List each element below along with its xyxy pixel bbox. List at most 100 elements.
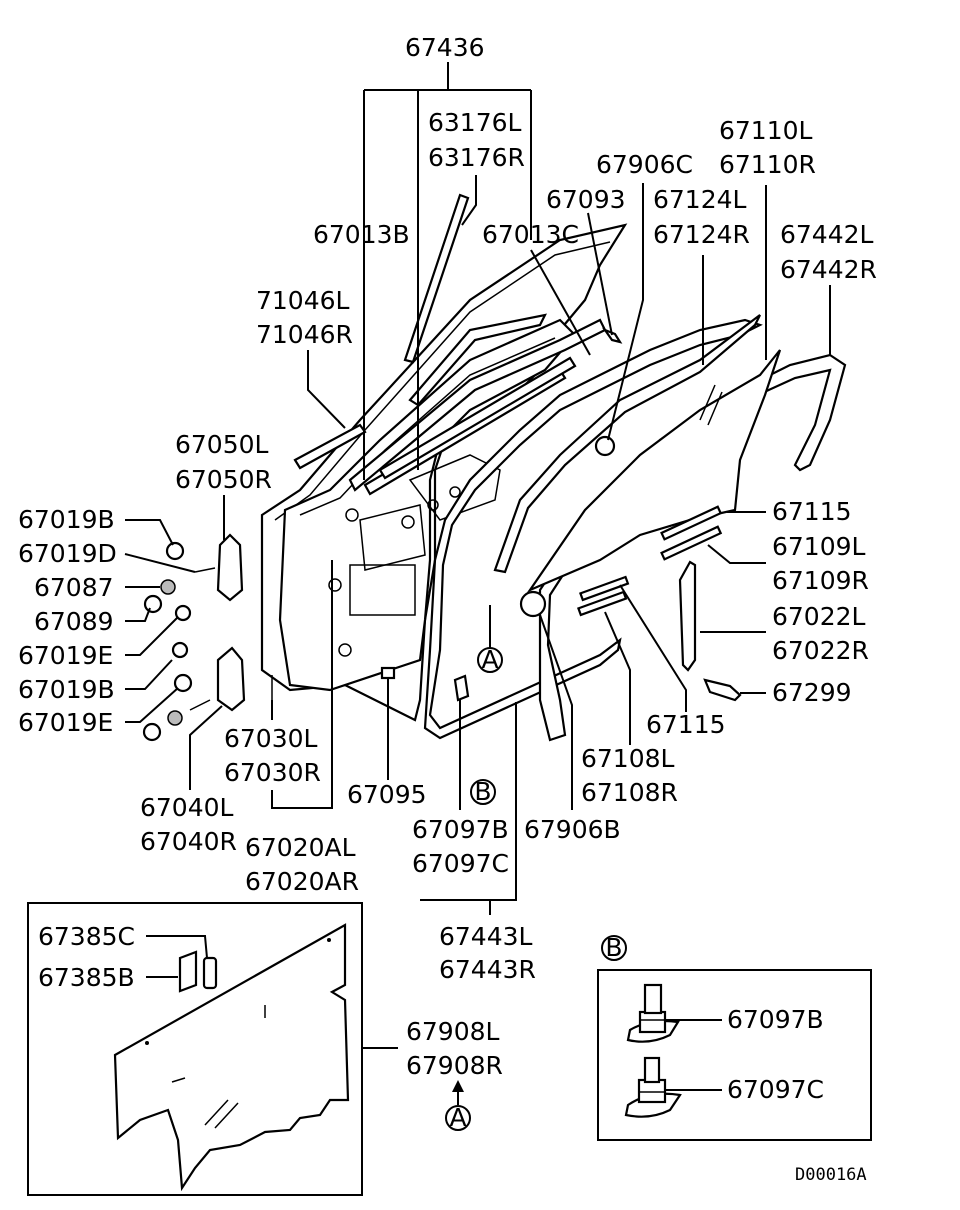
label-67097B-inset: 67097B — [727, 1005, 824, 1034]
ref-circle-b-inset — [601, 935, 627, 961]
label-67019E-lower: 67019E — [18, 708, 113, 737]
label-67908R: 67908R — [406, 1051, 503, 1080]
door-hole — [338, 643, 352, 657]
label-67022R: 67022R — [772, 636, 869, 665]
leader-lines — [124, 62, 831, 1105]
label-67095: 67095 — [347, 780, 427, 809]
grommet-67906B — [519, 590, 547, 618]
trim-panel-handle — [171, 1077, 186, 1083]
clip-b-inset — [597, 969, 872, 1141]
pad-67385B — [178, 950, 198, 993]
label-67040R: 67040R — [140, 827, 237, 856]
washer-lower — [167, 710, 183, 726]
door-hole — [449, 486, 461, 498]
trim-panel-hole — [327, 938, 331, 942]
screw-67299 — [703, 678, 742, 702]
label-67108L: 67108L — [581, 744, 675, 773]
clip-67097 — [453, 674, 470, 702]
label-67385C: 67385C — [38, 922, 135, 951]
label-67115-lower: 67115 — [646, 710, 726, 739]
reference-markers: A B A B — [445, 645, 627, 1132]
door-trim-panel-67908 — [113, 923, 350, 1192]
door-inner-cutout-3 — [408, 454, 501, 521]
label-67115-upper: 67115 — [772, 497, 852, 526]
label-67019E-upper: 67019E — [18, 641, 113, 670]
part-labels: 67436 63176L 63176R 67110L 67110R 67906C… — [18, 33, 877, 1185]
label-67093: 67093 — [546, 185, 626, 214]
label-67089: 67089 — [34, 607, 114, 636]
bolt-67019E-mid — [171, 641, 189, 659]
label-67442R: 67442R — [780, 255, 877, 284]
label-67050L: 67050L — [175, 430, 269, 459]
bolt-67019B-lower — [173, 673, 193, 693]
label-67109L: 67109L — [772, 532, 866, 561]
bolt-67019E-upper — [174, 604, 192, 622]
stabilizer-67115-upper — [660, 505, 723, 541]
door-hole — [328, 578, 342, 592]
rear-weatherstrip-67442 — [538, 353, 847, 742]
label-67013C: 67013C — [482, 220, 579, 249]
nut-67089 — [143, 594, 163, 614]
ref-b-clip-label: B — [474, 777, 491, 806]
bolt-67019B-upper — [165, 541, 185, 561]
grommet-67906C — [594, 435, 616, 457]
stabilizer-67109 — [660, 525, 723, 561]
label-67443L: 67443L — [439, 922, 533, 951]
label-67908L: 67908L — [406, 1017, 500, 1046]
nut-67019E-lower — [142, 722, 162, 742]
label-67019B-lower: 67019B — [18, 675, 115, 704]
ref-a-trim-label: A — [449, 1103, 466, 1132]
label-67124R: 67124R — [653, 220, 750, 249]
label-71046L: 71046L — [256, 286, 350, 315]
label-67436: 67436 — [405, 33, 485, 62]
label-67020AR: 67020AR — [245, 867, 359, 896]
label-67124L: 67124L — [653, 185, 747, 214]
label-67050R: 67050R — [175, 465, 272, 494]
door-hole — [401, 515, 415, 529]
lower-hinge-67040 — [216, 646, 246, 712]
label-67040L: 67040L — [140, 793, 234, 822]
front-channel-63176 — [403, 193, 470, 364]
label-67906C: 67906C — [596, 150, 693, 179]
label-67022L: 67022L — [772, 602, 866, 631]
ref-circle-a-door — [477, 647, 503, 673]
ref-a-door-label: A — [481, 645, 498, 674]
trim-panel-detail — [204, 1099, 239, 1129]
door-assembly-drawing — [142, 193, 847, 742]
clip-inset-frame — [597, 969, 872, 1141]
label-67385B: 67385B — [38, 963, 135, 992]
arrow-head — [452, 1080, 464, 1092]
screw-67093 — [601, 327, 623, 344]
label-67097C: 67097C — [412, 849, 509, 878]
label-67443R: 67443R — [439, 955, 536, 984]
trim-panel-inset — [27, 902, 363, 1196]
label-71046R: 71046R — [256, 320, 353, 349]
door-glass-highlight — [699, 384, 723, 426]
ref-circle-a-trim — [445, 1105, 471, 1131]
ref-b-inset-label: B — [605, 933, 622, 962]
window-channel-67124 — [493, 314, 761, 574]
label-67906B: 67906B — [524, 815, 621, 844]
label-67020AL: 67020AL — [245, 833, 356, 862]
bolt-67019D — [194, 567, 216, 573]
label-67110R: 67110R — [719, 150, 816, 179]
bolt-thread-lower — [189, 699, 211, 711]
belt-molding-67013C — [378, 356, 577, 480]
label-67097B: 67097B — [412, 815, 509, 844]
label-63176R: 63176R — [428, 143, 525, 172]
screw-67095 — [380, 666, 396, 680]
upper-hinge-67050 — [216, 533, 244, 602]
door-hole — [345, 508, 359, 522]
diagram-code: D00016A — [795, 1165, 867, 1185]
label-67013B: 67013B — [313, 220, 410, 249]
stabilizer-67115-lower — [579, 575, 630, 602]
label-67442L: 67442L — [780, 220, 874, 249]
label-67110L: 67110L — [719, 116, 813, 145]
door-inner-cutout-2 — [359, 504, 426, 571]
door-glass-67110 — [526, 349, 782, 593]
label-63176L: 63176L — [428, 108, 522, 137]
label-67087: 67087 — [34, 573, 114, 602]
label-67108R: 67108R — [581, 778, 678, 807]
label-67030R: 67030R — [224, 758, 321, 787]
